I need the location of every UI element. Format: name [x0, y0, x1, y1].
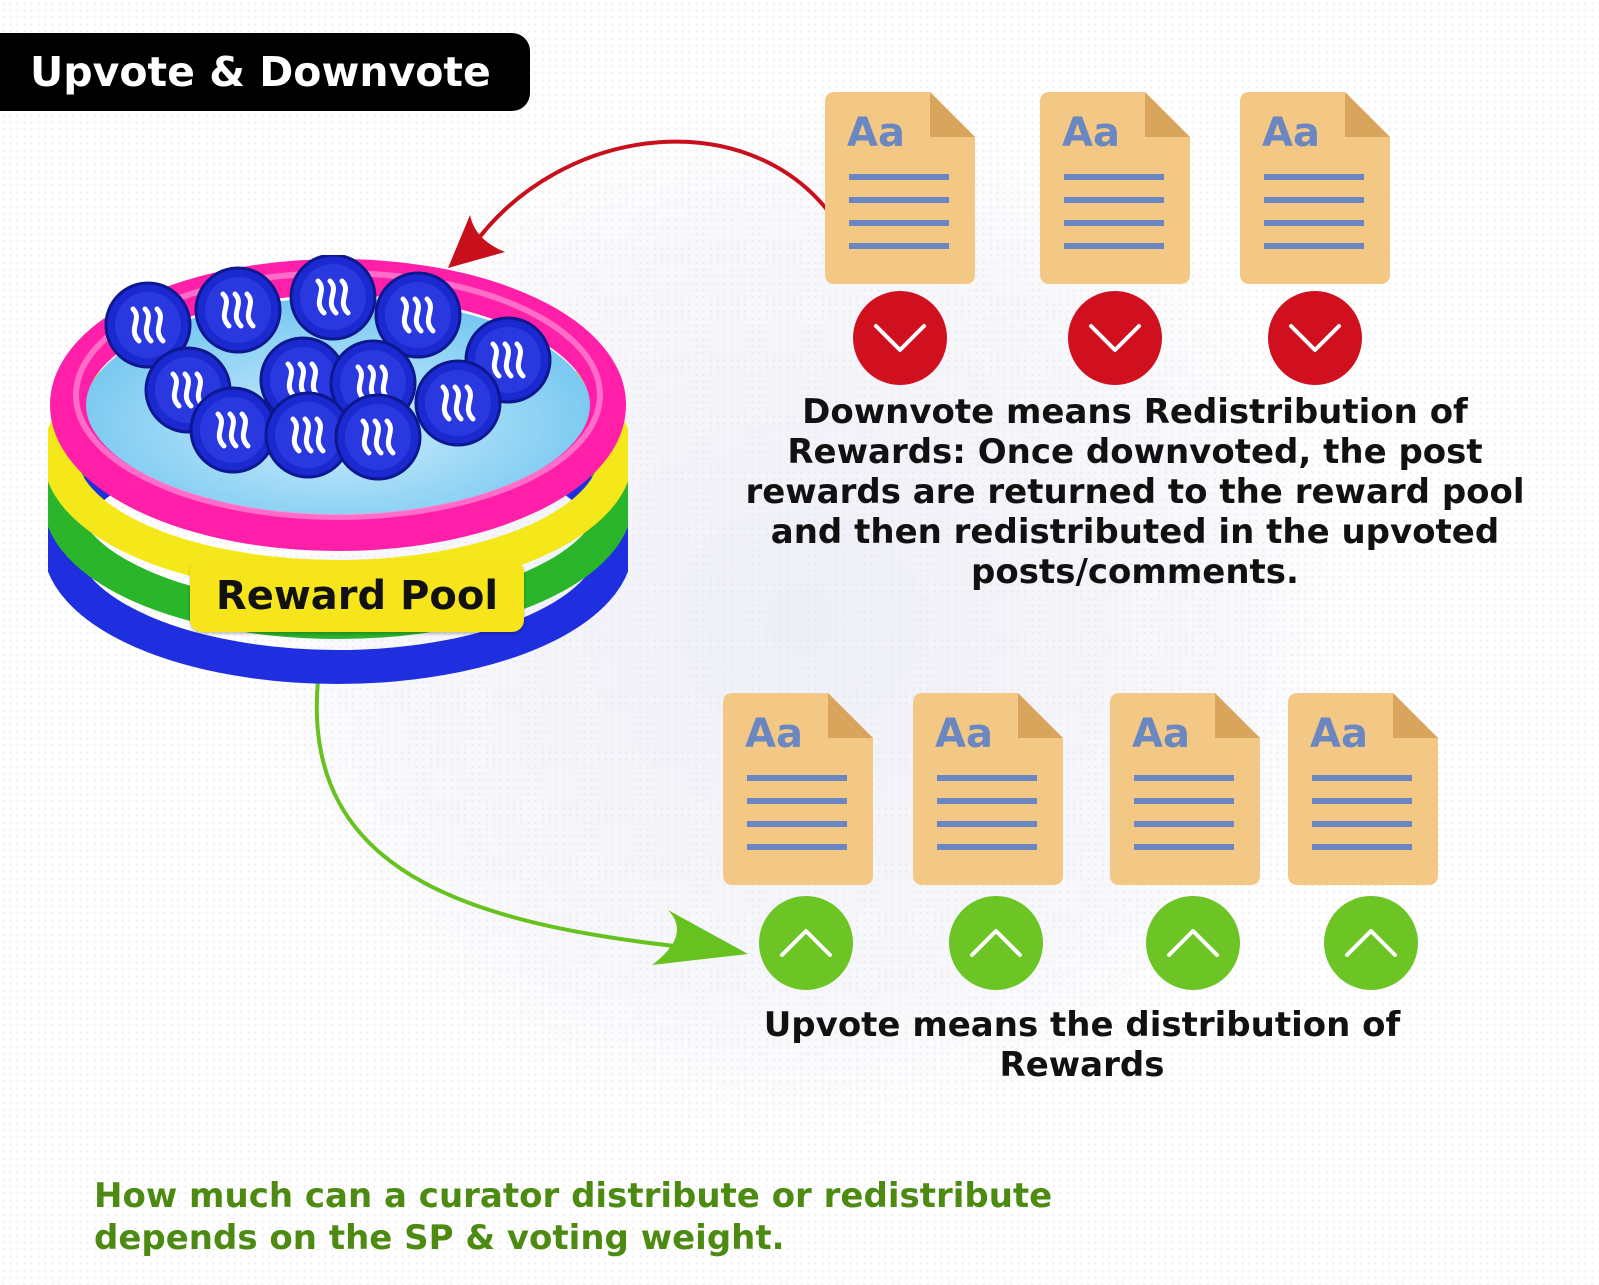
upvote-description: Upvote means the distribution of Rewards	[763, 1005, 1401, 1085]
svg-text:Aa: Aa	[1062, 110, 1120, 156]
reward-pool-label: Reward Pool	[190, 560, 524, 632]
coins-group	[104, 255, 552, 481]
svg-text:Aa: Aa	[745, 711, 803, 757]
chevron-down-icon[interactable]	[1067, 290, 1163, 386]
chevron-up-icon[interactable]	[758, 895, 854, 991]
upvote-arrow	[314, 679, 748, 965]
chevron-down-icon[interactable]	[852, 290, 948, 386]
downvote-arrow	[448, 139, 842, 268]
svg-text:Aa: Aa	[847, 110, 905, 156]
chevron-down-icon[interactable]	[1267, 290, 1363, 386]
chevron-up-icon[interactable]	[948, 895, 1044, 991]
reward-pool-illustration	[48, 255, 628, 684]
downvote-description: Downvote means Redistribution of Rewards…	[745, 392, 1525, 592]
document-icon: Aa	[913, 693, 1063, 885]
page-title: Upvote & Downvote	[0, 33, 530, 111]
svg-text:Aa: Aa	[1132, 711, 1190, 757]
svg-text:Aa: Aa	[935, 711, 993, 757]
footer-note: How much can a curator distribute or red…	[94, 1176, 1053, 1258]
document-icon: Aa	[723, 693, 873, 885]
svg-text:Aa: Aa	[1262, 110, 1320, 156]
steem-coin-icon	[104, 281, 192, 369]
steem-coin-icon	[414, 359, 502, 447]
document-icon: Aa	[1110, 693, 1260, 885]
chevron-up-icon[interactable]	[1323, 895, 1419, 991]
steem-coin-icon	[334, 393, 422, 481]
document-icon: Aa	[1040, 92, 1190, 284]
document-icon: Aa	[1288, 693, 1438, 885]
steem-coin-icon	[189, 386, 277, 474]
steem-coin-icon	[374, 271, 462, 359]
chevron-up-icon[interactable]	[1145, 895, 1241, 991]
steem-coin-icon	[264, 391, 352, 479]
steem-coin-icon	[194, 266, 282, 354]
svg-text:Aa: Aa	[1310, 711, 1368, 757]
document-icon: Aa	[825, 92, 975, 284]
steem-coin-icon	[289, 255, 377, 341]
document-icon: Aa	[1240, 92, 1390, 284]
